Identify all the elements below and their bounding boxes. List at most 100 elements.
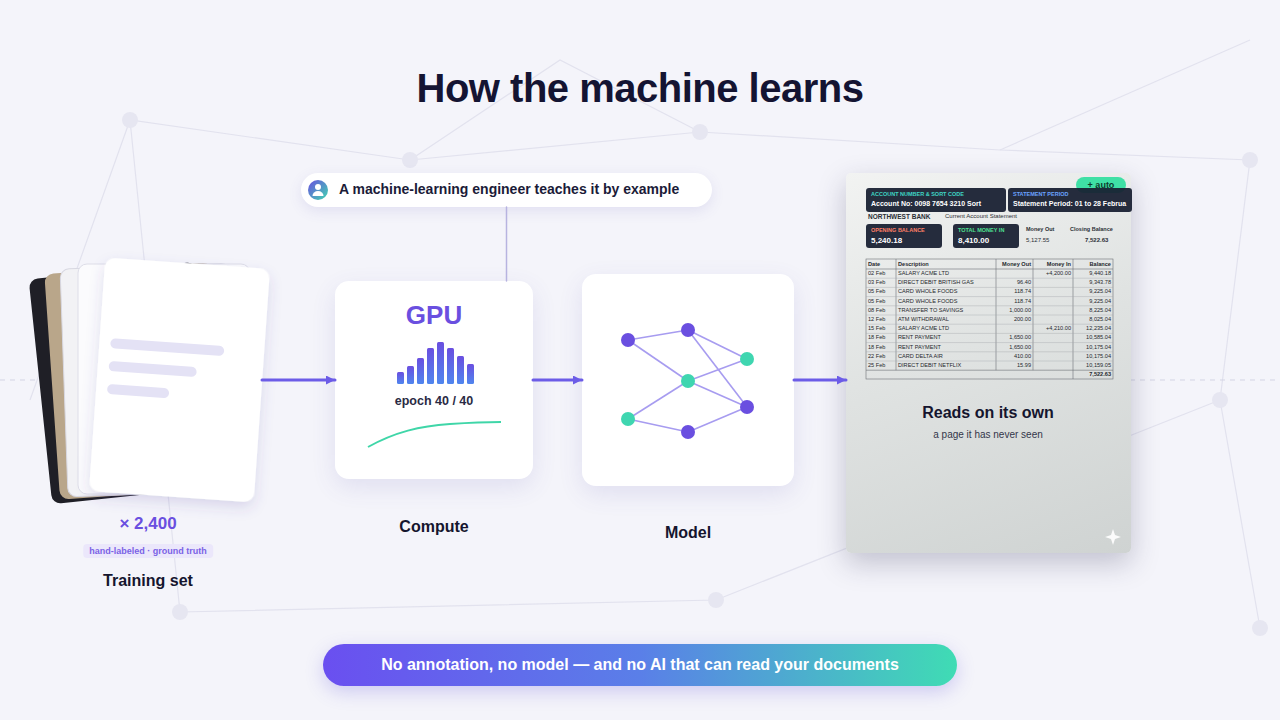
table-row-rule — [866, 342, 1113, 343]
summary-heading: Closing Balance — [1070, 226, 1113, 232]
network-line — [1000, 40, 1250, 150]
network-neuron — [621, 333, 635, 347]
table-cell: 118.74 — [998, 297, 1031, 306]
table-cell: 200.00 — [998, 315, 1031, 324]
flow-connector — [533, 379, 582, 382]
network-dot — [122, 112, 138, 128]
table-cell: 03 Feb — [868, 278, 894, 287]
icon-head — [315, 184, 321, 190]
flow-connector — [506, 207, 508, 281]
gpu-heading: GPU — [406, 301, 462, 331]
table-cell: 12 Feb — [868, 315, 894, 324]
table-header: Money Out — [998, 259, 1031, 269]
field-value: Account No: 0098 7654 3210 Sort — [871, 200, 981, 208]
table-cell: CARD DELTA AIR — [898, 352, 994, 361]
node-label: Model — [665, 524, 711, 542]
network-neuron — [681, 425, 695, 439]
network-neuron — [740, 352, 754, 366]
table-cell: 10,175.04 — [1075, 352, 1111, 361]
front-card — [89, 257, 270, 502]
table-cell: 02 Feb — [868, 269, 894, 278]
model-card: Model — [582, 274, 794, 486]
table-cell: 18 Feb — [868, 333, 894, 342]
sparkle-icon — [1105, 529, 1121, 545]
table-cell: 25 Feb — [868, 361, 894, 370]
field-name: TOTAL MONEY IN — [958, 227, 1004, 233]
callout-pill: A machine-learning engineer teaches it b… — [301, 173, 712, 207]
statement-table-grid — [866, 259, 1113, 379]
table-row-rule — [866, 296, 1113, 297]
network-link — [688, 381, 747, 407]
network-neuron — [681, 374, 695, 388]
background-network — [30, 40, 1260, 628]
table-cell: RENT PAYMENT — [898, 333, 994, 342]
diagram-title: How the machine learns — [0, 66, 1280, 111]
field-name: OPENING BALANCE — [871, 227, 925, 233]
icon-badge — [308, 180, 328, 200]
gpu-bar — [437, 342, 444, 384]
table-header: Description — [898, 259, 994, 269]
gpu-bar — [427, 348, 434, 384]
background-dot — [122, 112, 1268, 636]
table-cell: 22 Feb — [868, 352, 894, 361]
table-rule — [996, 259, 997, 370]
node-label: Reads on its own — [922, 404, 1054, 422]
table-cell: 9,225.04 — [1075, 287, 1111, 296]
gpu-bar — [457, 356, 464, 384]
table-cell: 10,175.04 — [1075, 343, 1111, 352]
placeholder-line — [108, 361, 196, 377]
summary-value: 5,127.55 — [1026, 237, 1049, 244]
table-cell: RENT PAYMENT — [898, 343, 994, 352]
summary-heading: Money Out — [1026, 226, 1054, 232]
table-cell: ATM WITHDRAWAL — [898, 315, 994, 324]
front-card-sheet — [89, 257, 270, 502]
gpu-bar — [447, 348, 454, 384]
node-label: Training set — [103, 572, 193, 590]
network-link — [688, 330, 747, 359]
loss-curve — [368, 422, 501, 447]
gpu-bar — [467, 364, 474, 384]
table-cell: 9,440.18 — [1075, 269, 1111, 278]
epoch-counter: epoch 40 / 40 — [395, 394, 474, 408]
table-rule — [866, 370, 1113, 371]
table-border — [866, 259, 1113, 379]
flow-connector — [794, 379, 846, 382]
tag-pill: hand-labeled · ground truth — [83, 544, 213, 558]
table-cell: DIRECT DEBIT NETFLIX — [898, 361, 994, 370]
table-cell: 10,159.05 — [1075, 361, 1111, 370]
table-row-rule — [866, 287, 1113, 288]
field-name: STATEMENT PERIOD — [1013, 191, 1068, 197]
network-link — [688, 407, 747, 432]
network-links — [628, 330, 747, 432]
network-dot — [402, 152, 418, 168]
table-row-rules — [866, 278, 1113, 361]
table-cell: 05 Feb — [868, 287, 894, 296]
stack-card — [44, 262, 227, 499]
stack-card — [60, 263, 238, 497]
network-link — [628, 330, 688, 340]
table-cell: DIRECT DEBIT BRITISH GAS — [898, 278, 994, 287]
table-cell: SALARY ACME LTD — [898, 269, 994, 278]
field-value: Statement Period: 01 to 28 Februa — [1013, 200, 1126, 208]
stack-card — [29, 262, 220, 504]
bank-name: NORTHWEST BANK — [868, 213, 930, 220]
table-cell: 9,343.78 — [1075, 278, 1111, 287]
network-link — [628, 381, 688, 419]
summary-value: 7,522.63 — [1085, 237, 1108, 244]
table-cell: 10,585.04 — [1075, 333, 1111, 342]
table-cell: 410.00 — [998, 352, 1031, 361]
table-row-rule — [866, 305, 1113, 306]
table-header: Balance — [1075, 259, 1111, 269]
table-cell: SALARY ACME LTD — [898, 324, 994, 333]
table-cell: 1,650.00 — [998, 333, 1031, 342]
caption-text: No annotation, no model — and no AI that… — [381, 656, 899, 674]
icon-body — [313, 191, 324, 196]
network-neuron — [740, 400, 754, 414]
table-header: Money In — [1035, 259, 1071, 269]
neural-network — [621, 323, 754, 439]
network-link — [628, 419, 688, 432]
table-rule — [866, 269, 1113, 270]
gpu-bar-chart — [397, 342, 474, 384]
table-rule — [896, 259, 897, 370]
